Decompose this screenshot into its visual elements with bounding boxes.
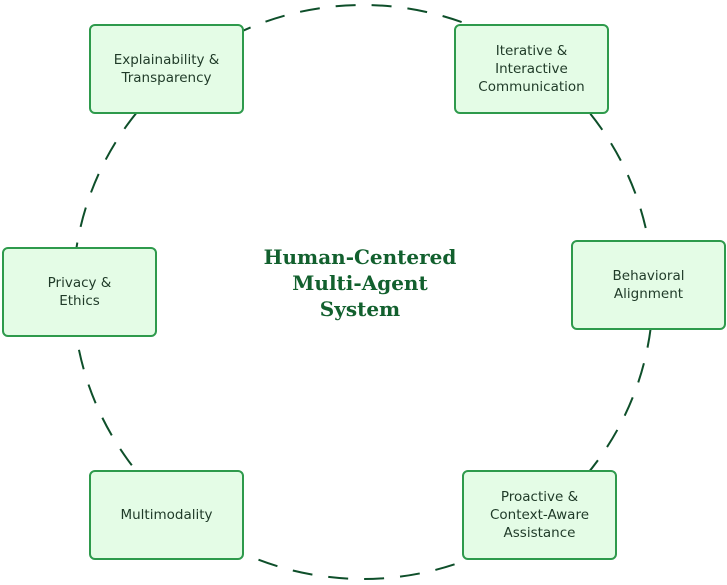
node-label-line: Alignment [613, 286, 684, 302]
node-label-line: Privacy & [47, 275, 112, 291]
center-title-line-1: Human-Centered [263, 245, 457, 269]
node-multimodality: Multimodality [89, 470, 244, 560]
node-label-line: Assistance [503, 525, 576, 541]
center-title-line-2: Multi-Agent [292, 271, 428, 295]
node-label-line: Context-Aware [489, 507, 590, 523]
node-label-line: Behavioral [612, 268, 685, 284]
center-title-line-3: System [319, 297, 401, 321]
node-behavioral-alignment: Behavioral Alignment [571, 240, 726, 330]
node-proactive-context-aware-assistance: Proactive & Context-Aware Assistance [462, 470, 617, 560]
node-label-line: Communication [478, 79, 585, 95]
node-label-line: Explainability & [113, 52, 220, 68]
node-privacy-ethics: Privacy & Ethics [2, 247, 157, 337]
node-label-line: Multimodality [120, 507, 213, 523]
node-iterative-interactive-communication: Iterative & Interactive Communication [454, 24, 609, 114]
center-title: Human-Centered Multi-Agent System [210, 244, 510, 322]
node-label-line: Transparency [121, 70, 212, 86]
node-label-line: Iterative & [495, 43, 568, 59]
node-label-line: Proactive & [500, 489, 579, 505]
node-label-line: Ethics [59, 293, 100, 309]
node-label-line: Interactive [495, 61, 568, 77]
node-explainability-transparency: Explainability & Transparency [89, 24, 244, 114]
